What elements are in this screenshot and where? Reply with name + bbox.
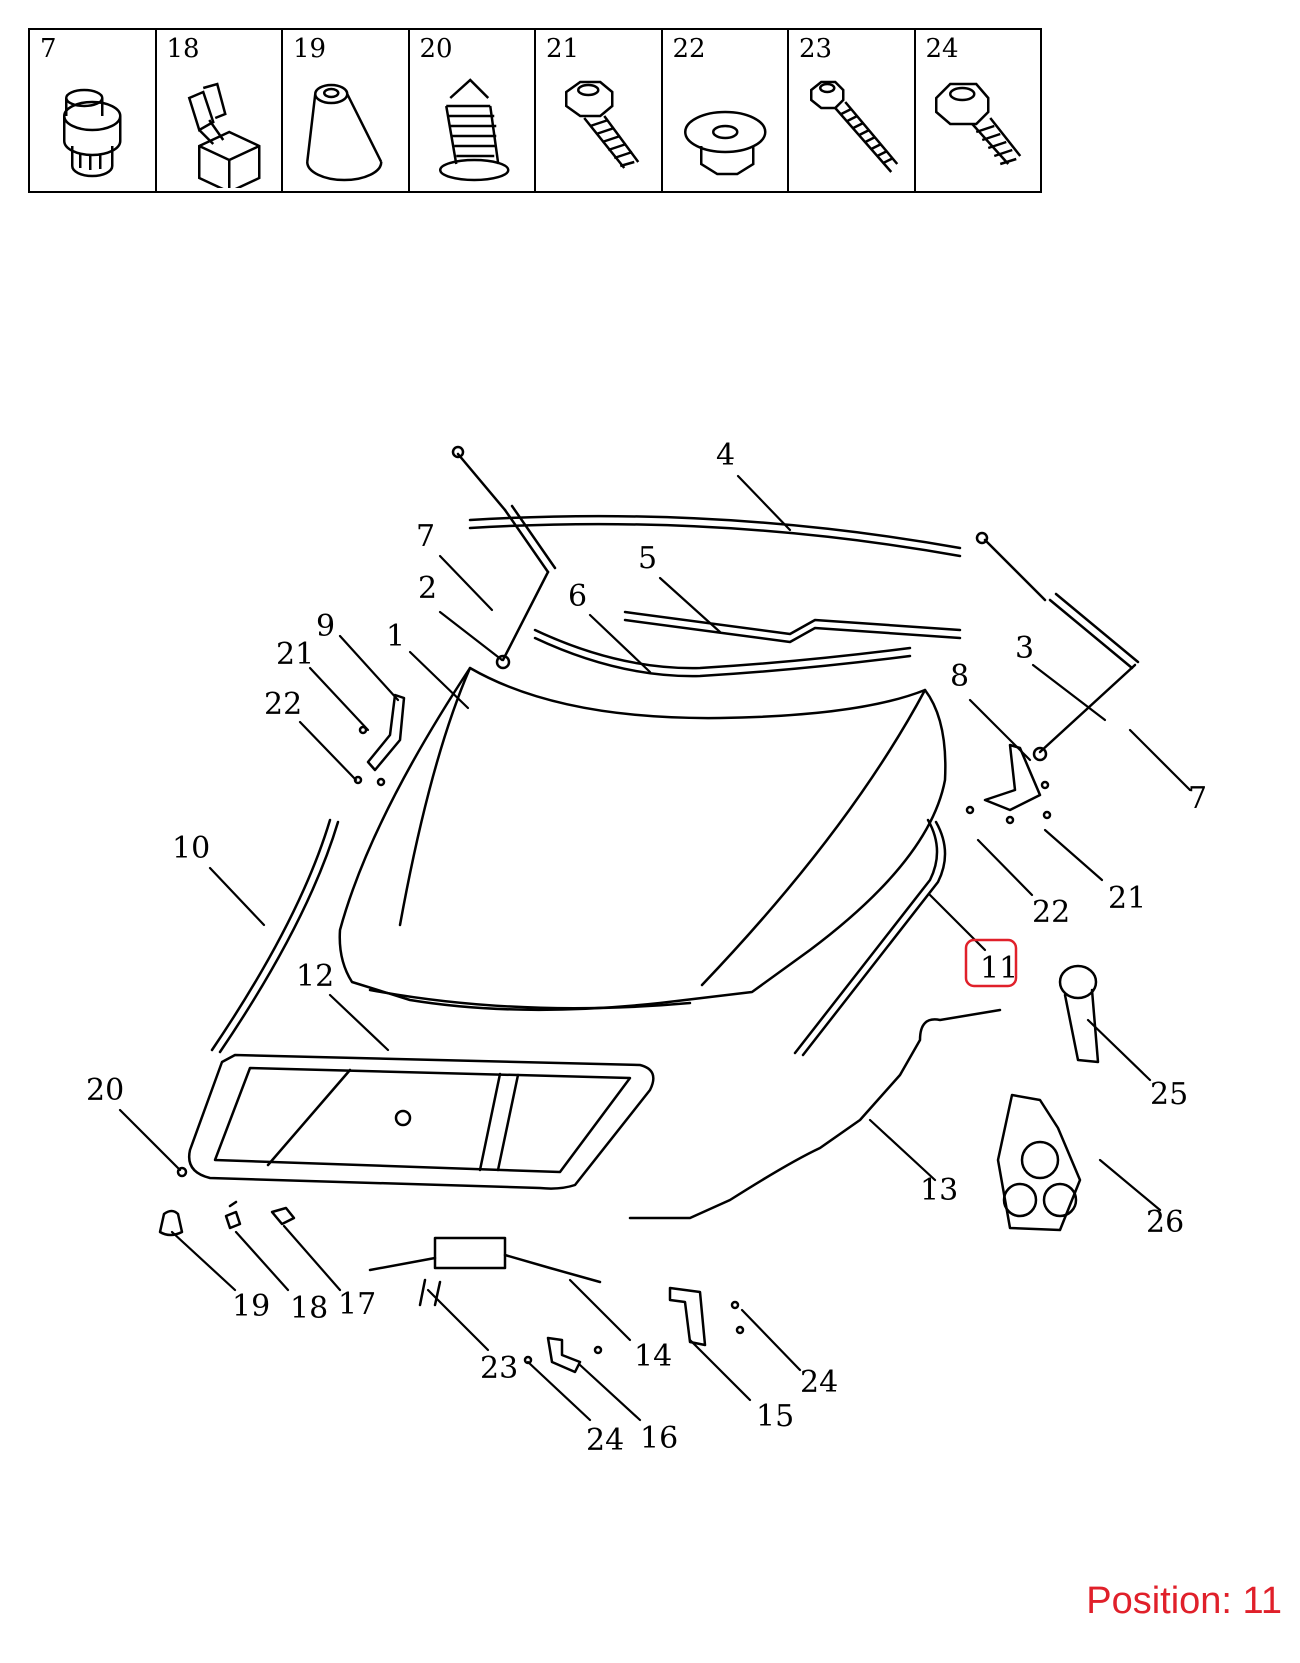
flange-nut-icon <box>683 110 766 176</box>
latch-bracket <box>546 1336 582 1374</box>
hood-front-edge <box>368 988 692 1010</box>
hinge-left <box>366 693 406 772</box>
legend-number: 24 <box>925 34 959 64</box>
cone-plug-icon <box>306 83 383 182</box>
clip-icon <box>63 88 122 178</box>
insulation-pad <box>187 1053 655 1190</box>
callout-7-top: 7 <box>416 519 435 554</box>
callout-5: 5 <box>638 541 657 576</box>
legend-cell-19: 19 <box>283 30 410 191</box>
callout-25: 25 <box>1150 1077 1188 1112</box>
part-17 <box>270 1206 296 1226</box>
legend-number: 22 <box>672 34 706 64</box>
callout-21-right: 21 <box>1108 881 1146 916</box>
seal-strip-5 <box>623 610 962 636</box>
legend-cell-22: 22 <box>663 30 789 191</box>
callout-19: 19 <box>232 1289 270 1324</box>
callout-9: 9 <box>316 609 335 644</box>
hex-bolt-icon <box>565 80 640 169</box>
hood-latch <box>368 1236 602 1307</box>
seal-strip-4 <box>468 514 962 550</box>
callout-4: 4 <box>716 438 735 473</box>
legend-number: 7 <box>40 34 57 64</box>
seal-strip-6 <box>533 628 912 670</box>
part-20 <box>176 1166 188 1178</box>
striker <box>668 1286 707 1347</box>
callout-7-right: 7 <box>1188 781 1207 816</box>
part-18 <box>224 1200 242 1230</box>
callout-17: 17 <box>338 1287 376 1322</box>
long-screw-icon <box>810 80 899 173</box>
release-handle <box>1058 964 1100 1064</box>
callout-2: 2 <box>418 571 437 606</box>
callout-21-left: 21 <box>276 637 314 672</box>
side-seal-left <box>210 818 332 1052</box>
legend-cell-23: 23 <box>789 30 916 191</box>
callout-12: 12 <box>296 959 334 994</box>
hood-crease-left <box>398 666 472 927</box>
legend-number: 19 <box>293 34 327 64</box>
callout-26: 26 <box>1146 1205 1184 1240</box>
push-rivet-icon <box>438 78 509 182</box>
hood-crease-right <box>700 688 927 987</box>
callout-24-right: 24 <box>800 1365 838 1400</box>
callout-23: 23 <box>480 1351 518 1386</box>
legend-cell-20: 20 <box>410 30 536 191</box>
release-cable <box>628 1008 1002 1220</box>
actuator <box>996 1093 1082 1232</box>
callout-22-left: 22 <box>264 687 302 722</box>
legend-cell-18: 18 <box>157 30 283 191</box>
callout-15: 15 <box>756 1399 794 1434</box>
callout-22-right: 22 <box>1032 895 1070 930</box>
legend-cell-7: 7 <box>30 30 157 191</box>
callout-11: 11 <box>980 951 1018 986</box>
flange-bolt-icon <box>934 82 1021 166</box>
legend-number: 23 <box>799 34 833 64</box>
legend-number: 21 <box>546 34 580 64</box>
callout-13: 13 <box>920 1173 958 1208</box>
gas-strut-left <box>451 445 557 670</box>
legend-number: 20 <box>419 34 453 64</box>
legend-cell-24: 24 <box>916 30 1041 191</box>
side-seal-right <box>793 818 939 1055</box>
callout-18: 18 <box>290 1291 328 1326</box>
hinge-right <box>983 743 1042 812</box>
callout-6: 6 <box>568 579 587 614</box>
callout-3: 3 <box>1015 631 1034 666</box>
callout-14: 14 <box>634 1339 672 1374</box>
legend-cell-21: 21 <box>536 30 663 191</box>
fastener-legend: 7 18 19 <box>28 28 1042 193</box>
callout-10: 10 <box>172 831 210 866</box>
legend-number: 18 <box>166 34 200 64</box>
callout-8: 8 <box>950 659 969 694</box>
spring-clip-icon <box>187 82 260 188</box>
position-label: Position: 11 <box>1086 1580 1282 1622</box>
part-19 <box>158 1209 184 1237</box>
callout-16: 16 <box>640 1421 678 1456</box>
position-highlight-box <box>964 938 1018 988</box>
callout-24-bottom: 24 <box>586 1423 624 1458</box>
callout-1: 1 <box>386 619 405 654</box>
gas-strut-right <box>975 531 1140 762</box>
hood-panel <box>338 666 947 1012</box>
callout-20: 20 <box>86 1073 124 1108</box>
